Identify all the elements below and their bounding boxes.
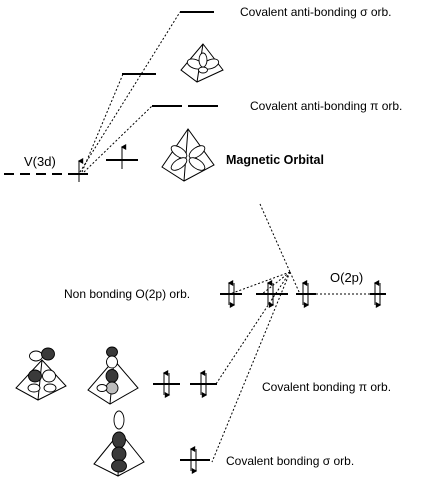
- sigma-bonding-pyramid: [93, 410, 145, 477]
- sigma-antibonding-label: Covalent anti-bonding σ orb.: [240, 5, 392, 19]
- correlation-lines: [79, 11, 370, 463]
- nonbonding-label: Non bonding O(2p) orb.: [64, 287, 190, 301]
- o2p-level: [370, 280, 386, 308]
- pi-bonding-electron-pairs: [162, 370, 208, 398]
- sigma-bonding-level: [180, 446, 210, 474]
- sigma-antibonding-pyramid: [180, 43, 224, 83]
- o2p-label: O(2p): [330, 270, 363, 285]
- pi-antibonding-label: Covalent anti-bonding π orb.: [250, 99, 402, 113]
- pi-bonding-pyramid-2: [87, 346, 139, 405]
- magnetic-orbital-label: Magnetic Orbital: [226, 153, 324, 167]
- pi-bonding-label: Covalent bonding π orb.: [262, 380, 391, 394]
- sigma-bonding-label: Covalent bonding σ orb.: [226, 454, 354, 468]
- v3d-label: V(3d): [24, 154, 56, 169]
- nonbonding-electron-pairs: [227, 280, 310, 308]
- pi-bonding-pyramid-1: [15, 347, 67, 401]
- sigma-antibonding-level: [122, 11, 214, 75]
- magnetic-orbital-pyramid: [161, 128, 215, 182]
